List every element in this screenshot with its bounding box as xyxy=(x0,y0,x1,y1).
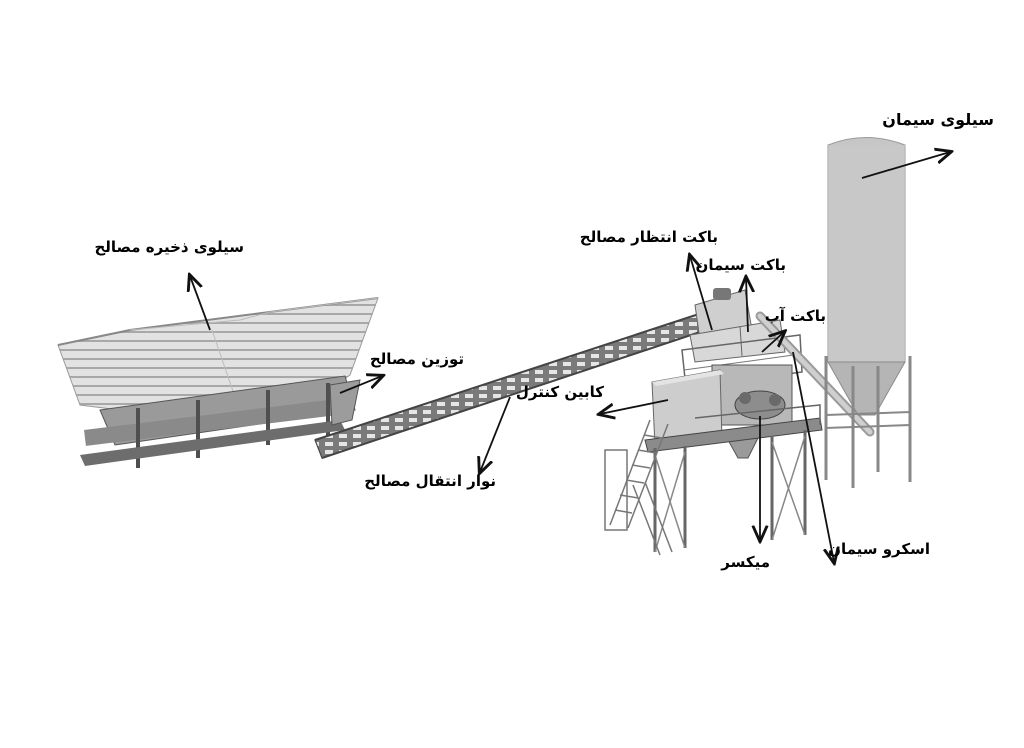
label-mixer: میکسر xyxy=(721,553,770,571)
label-aggregate-weighing: توزین مصالح xyxy=(369,350,464,368)
label-cement-silo: سیلوی سیمان xyxy=(882,110,994,129)
cement-silo xyxy=(824,137,912,488)
label-cement-bucket: باکت سیمان xyxy=(695,256,786,274)
arrow-water-bucket xyxy=(761,332,784,353)
arrow-waiting-bucket xyxy=(690,256,713,331)
label-aggregate-storage-silo: سیلوی ذخیره مصالح xyxy=(94,238,244,256)
aggregate-storage-silo xyxy=(57,297,379,468)
label-aggregate-conveyor-belt: نوار انتقال مصالح xyxy=(364,472,496,490)
arrow-cement-bucket xyxy=(746,278,748,333)
arrow-conveyor xyxy=(480,396,511,472)
stairs xyxy=(604,419,673,556)
label-aggregate-waiting-bucket: باکت انتظار مصالح xyxy=(579,228,718,246)
mixing-tower xyxy=(604,288,823,556)
arrow-aggregate-storage xyxy=(190,276,211,331)
callout-arrows xyxy=(190,152,950,562)
label-control-cabin: کابین کنترل xyxy=(515,383,604,401)
arrow-cement-screw xyxy=(792,351,834,562)
label-water-bucket: باکت آب xyxy=(764,307,826,325)
arrow-control-cabin xyxy=(600,399,669,414)
arrow-aggregate-weighing xyxy=(339,376,382,394)
label-cement-screw: اسکرو سیمان xyxy=(828,540,930,558)
arrow-cement-silo xyxy=(861,152,950,179)
